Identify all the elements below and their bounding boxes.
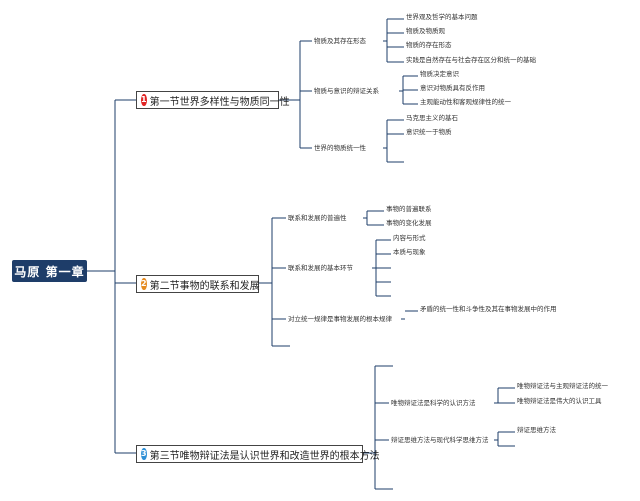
leaf-item[interactable]: 世界观及哲学的基本问题 [406,13,478,21]
topic-label[interactable]: 唯物辩证法是科学的认识方法 [391,399,476,407]
section-title: 第一节世界多样性与物质同一性 [149,96,290,108]
leaf-item[interactable]: 本质与现象 [393,248,426,256]
topic-label[interactable]: 世界的物质统一性 [314,144,366,152]
topic-label[interactable]: 联系和发展的基本环节 [288,264,353,272]
topic-label[interactable]: 物质与意识的辩证关系 [314,87,379,95]
section-number-badge: 1 [141,94,147,106]
section-title: 第二节事物的联系和发展 [149,280,260,292]
leaf-item[interactable]: 唯物辩证法与主观辩证法的统一 [517,382,608,390]
leaf-item[interactable]: 主观能动性和客观规律性的统一 [420,98,511,106]
section-number-badge: 3 [141,448,147,460]
topic-label[interactable]: 物质及其存在形态 [314,37,366,45]
section-title: 第三节唯物辩证法是认识世界和改造世界的根本方法 [149,450,380,462]
leaf-item[interactable]: 矛盾的统一性和斗争性及其在事物发展中的作用 [420,305,557,313]
leaf-item[interactable]: 物质及物质观 [406,27,445,35]
leaf-item[interactable]: 事物的普遍联系 [386,205,432,213]
root-node[interactable]: 马原 第一章 [12,260,87,282]
topic-label[interactable]: 对立统一规律是事物发展的根本规律 [288,315,392,323]
leaf-item[interactable]: 马克思主义的基石 [406,114,458,122]
leaf-item[interactable]: 事物的变化发展 [386,219,432,227]
topic-label[interactable]: 联系和发展的普遍性 [288,214,347,222]
leaf-item[interactable]: 实践是自然存在与社会存在区分和统一的基础 [406,56,536,64]
leaf-item[interactable]: 意识对物质具有反作用 [420,84,485,92]
leaf-item[interactable]: 唯物辩证法是伟大的认识工具 [517,397,602,405]
topic-label[interactable]: 辩证思维方法与现代科学思维方法 [391,436,489,444]
leaf-item[interactable]: 物质的存在形态 [406,41,452,49]
leaf-item[interactable]: 意识统一于物质 [406,128,452,136]
section-number-badge: 2 [141,278,147,290]
leaf-item[interactable]: 物质决定意识 [420,70,459,78]
leaf-item[interactable]: 辩证思维方法 [517,426,556,434]
leaf-item[interactable]: 内容与形式 [393,234,426,242]
